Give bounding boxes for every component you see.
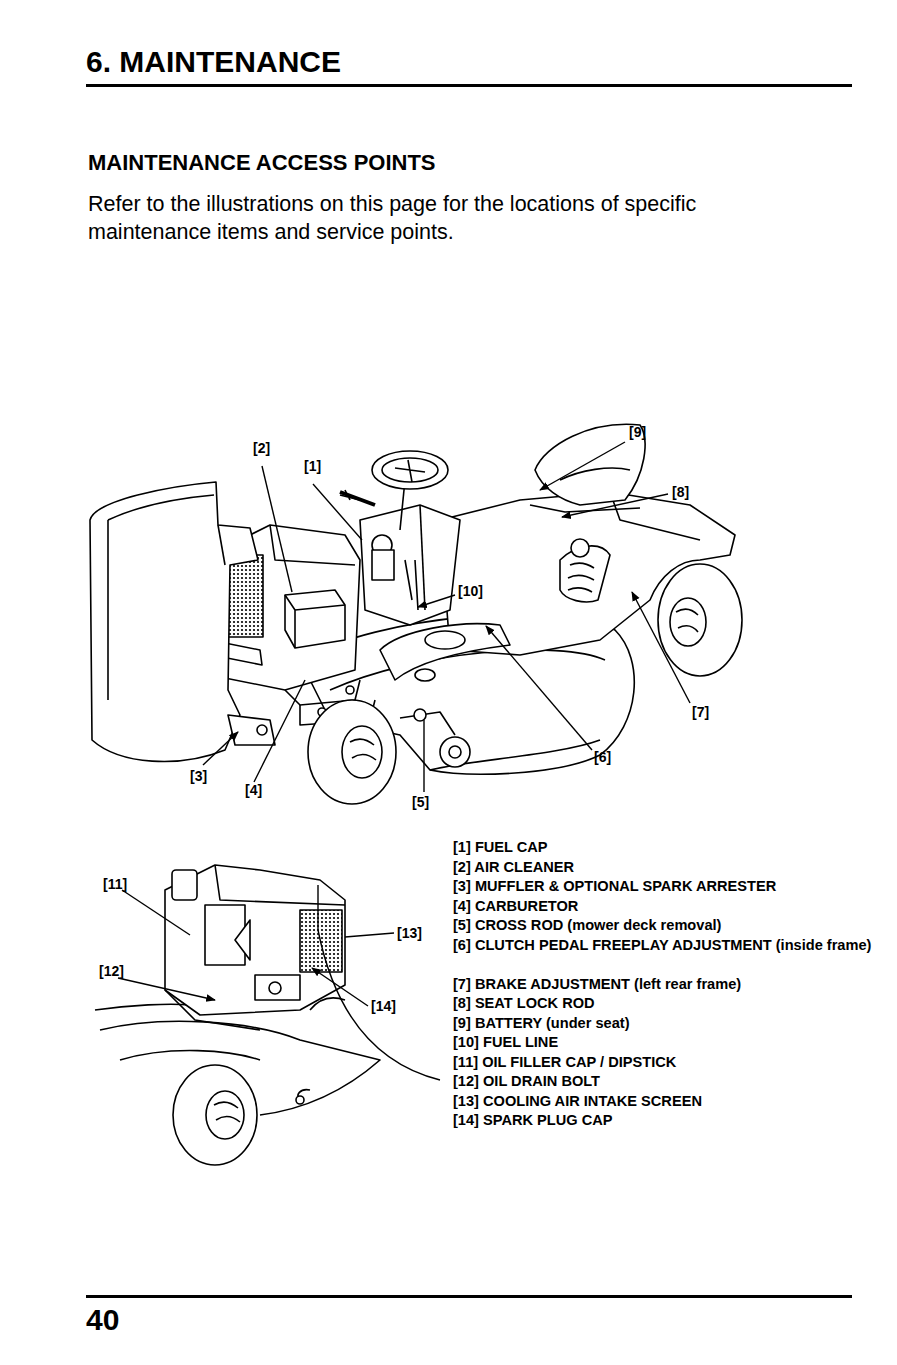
legend-item: [2] AIR CLEANER bbox=[453, 858, 873, 878]
callout-number: [11] bbox=[103, 876, 127, 893]
legend-item: [5] CROSS ROD (mower deck removal) bbox=[453, 916, 873, 936]
callout-number: [1] bbox=[304, 458, 321, 475]
legend-item: [3] MUFFLER & OPTIONAL SPARK ARRESTER bbox=[453, 877, 873, 897]
legend-item: [10] FUEL LINE bbox=[453, 1033, 873, 1053]
callout-number: [6] bbox=[594, 749, 611, 766]
callout-number: [2] bbox=[253, 440, 270, 457]
callout-number: [9] bbox=[629, 424, 646, 441]
legend-item: [9] BATTERY (under seat) bbox=[453, 1014, 873, 1034]
callout-number: [8] bbox=[672, 484, 689, 501]
legend-item: [13] COOLING AIR INTAKE SCREEN bbox=[453, 1092, 873, 1112]
legend-item: [11] OIL FILLER CAP / DIPSTICK bbox=[453, 1053, 873, 1073]
mower-illustration bbox=[90, 424, 742, 804]
page-number: 40 bbox=[86, 1302, 119, 1338]
callout-number: [7] bbox=[692, 704, 709, 721]
legend-item: [4] CARBURETOR bbox=[453, 897, 873, 917]
leader-lines bbox=[118, 885, 440, 1080]
callout-number: [14] bbox=[371, 998, 396, 1015]
engine-illustration bbox=[95, 865, 380, 1165]
footer-rule bbox=[86, 1295, 852, 1298]
callout-number: [13] bbox=[397, 925, 422, 942]
section-title: 6. MAINTENANCE bbox=[86, 44, 341, 80]
page-heading: MAINTENANCE ACCESS POINTS bbox=[88, 150, 436, 176]
callout-number: [3] bbox=[190, 768, 207, 785]
legend-item: [12] OIL DRAIN BOLT bbox=[453, 1072, 873, 1092]
callout-number: [12] bbox=[99, 963, 124, 980]
legend-item: [8] SEAT LOCK ROD bbox=[453, 994, 873, 1014]
callout-number: [4] bbox=[245, 782, 262, 799]
callout-number: [10] bbox=[458, 583, 483, 600]
legend-item: [1] FUEL CAP bbox=[453, 838, 873, 858]
intro-text: Refer to the illustrations on this page … bbox=[88, 191, 808, 246]
leader-lines bbox=[203, 442, 690, 792]
legend-item: [6] CLUTCH PEDAL FREEPLAY ADJUSTMENT (in… bbox=[453, 936, 873, 956]
legend-item: [7] BRAKE ADJUSTMENT (left rear frame) bbox=[453, 975, 873, 995]
header-rule bbox=[86, 84, 852, 87]
legend-item: [14] SPARK PLUG CAP bbox=[453, 1111, 873, 1131]
callout-number: [5] bbox=[412, 794, 429, 811]
